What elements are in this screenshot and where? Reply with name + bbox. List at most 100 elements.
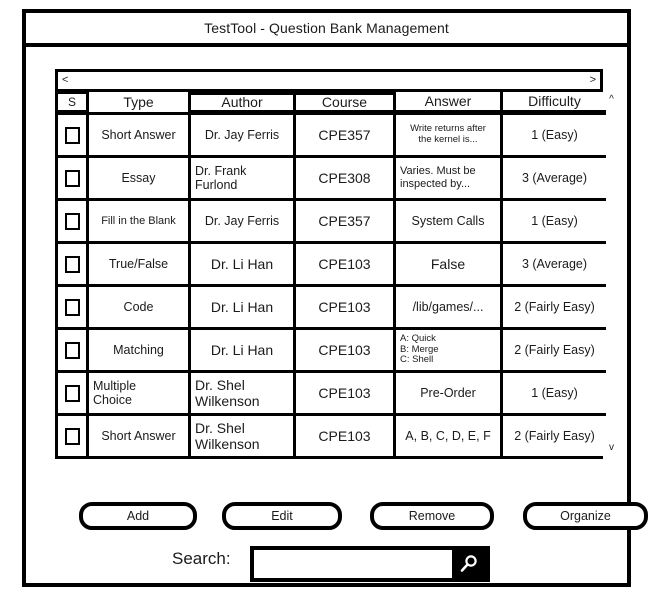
cell-type: Short Answer [89,115,188,155]
cell-course: CPE103 [296,330,393,370]
row-checkbox[interactable] [64,298,80,316]
table-row[interactable]: Code Dr. Li Han CPE103 /lib/games/... 2 … [58,287,606,327]
cell-type: Matching [89,330,188,370]
cell-course: CPE103 [296,287,393,327]
column-header-author-label: Author [221,94,263,110]
row-checkbox[interactable] [64,126,80,144]
cell-difficulty: 1 (Easy) [503,201,606,241]
cell-difficulty: 2 (Fairly Easy) [503,416,606,456]
column-header-select-label: S [67,95,76,109]
column-header-difficulty-label: Difficulty [528,93,581,109]
cell-author: Dr. Li Han [191,330,293,370]
table-row[interactable]: Fill in the Blank Dr. Jay Ferris CPE357 … [58,201,606,241]
row-checkbox[interactable] [64,212,80,230]
row-select-cell[interactable] [58,373,86,413]
table-row[interactable]: Short Answer Dr. Shel Wilkenson CPE103 A… [58,416,606,456]
add-button[interactable]: Add [79,502,197,530]
cell-answer: A: Quick B: Merge C: Shell [396,330,500,370]
cell-course: CPE308 [296,158,393,198]
remove-button[interactable]: Remove [370,502,494,530]
cell-answer: Pre-Order [396,373,500,413]
row-select-cell[interactable] [58,158,86,198]
cell-difficulty: 1 (Easy) [503,115,606,155]
column-header-course-label: Course [321,94,368,110]
cell-answer: System Calls [396,201,500,241]
edit-button[interactable]: Edit [222,502,342,530]
row-select-cell[interactable] [58,416,86,456]
vertical-scrollbar[interactable]: ^ v [609,92,614,456]
cell-answer: False [396,244,500,284]
search-label: Search: [172,549,231,568]
cell-difficulty: 3 (Average) [503,244,606,284]
search-input[interactable] [254,550,452,578]
table-row[interactable]: True/False Dr. Li Han CPE103 False 3 (Av… [58,244,606,284]
cell-difficulty: 1 (Easy) [503,373,606,413]
column-header-answer[interactable]: Answer [396,92,500,110]
cell-type: Fill in the Blank [89,201,188,241]
cell-author: Dr. Frank Furlond [191,158,293,198]
row-select-cell[interactable] [58,244,86,284]
table-row[interactable]: Essay Dr. Frank Furlond CPE308 Varies. M… [58,158,606,198]
row-select-cell[interactable] [58,287,86,327]
title-bar: TestTool - Question Bank Management [26,13,627,47]
search-box [250,546,490,582]
row-checkbox[interactable] [64,341,80,359]
table-row[interactable]: Short Answer Dr. Jay Ferris CPE357 Write… [58,115,606,155]
column-header-answer-label: Answer [424,93,472,109]
cell-course: CPE103 [296,244,393,284]
cell-type: Short Answer [89,416,188,456]
table-row[interactable]: Matching Dr. Li Han CPE103 A: Quick B: M… [58,330,606,370]
column-header-author[interactable]: Author [191,94,293,110]
cell-type: Multiple Choice [89,373,188,413]
cell-course: CPE357 [296,115,393,155]
table-header-row: S Type Author Course Answer Difficulty [58,92,606,112]
cell-answer: Write returns after the kernel is... [396,115,500,155]
window-title: TestTool - Question Bank Management [204,20,449,36]
cell-author: Dr. Li Han [191,287,293,327]
cell-answer: A, B, C, D, E, F [396,416,500,456]
cell-author: Dr. Jay Ferris [191,201,293,241]
question-table: S Type Author Course Answer Difficulty S… [58,92,606,456]
column-header-difficulty[interactable]: Difficulty [503,92,606,110]
search-row: Search: [26,546,627,586]
cell-difficulty: 3 (Average) [503,158,606,198]
cell-course: CPE357 [296,201,393,241]
row-checkbox[interactable] [64,427,80,445]
table-row[interactable]: Multiple Choice Dr. Shel Wilkenson CPE10… [58,373,606,413]
cell-course: CPE103 [296,416,393,456]
grid-area: S Type Author Course Answer Difficulty S… [58,92,614,456]
question-table-panel: < > S Type Author Course Answer Difficul… [55,69,614,459]
scroll-left-icon[interactable]: < [62,74,69,86]
row-checkbox[interactable] [64,255,80,273]
cell-author: Dr. Shel Wilkenson [191,416,293,456]
cell-author: Dr. Li Han [191,244,293,284]
cell-answer: /lib/games/... [396,287,500,327]
horizontal-scrollbar[interactable]: < > [58,72,600,89]
column-header-course[interactable]: Course [296,94,393,110]
application-window: TestTool - Question Bank Management < > … [22,9,648,587]
cell-type: True/False [89,244,188,284]
cell-difficulty: 2 (Fairly Easy) [503,330,606,370]
row-select-cell[interactable] [58,201,86,241]
cell-answer: Varies. Must be inspected by... [396,158,500,198]
column-header-type-label: Type [123,94,154,110]
scroll-up-icon[interactable]: ^ [609,94,614,105]
cell-difficulty: 2 (Fairly Easy) [503,287,606,327]
scroll-right-icon[interactable]: > [589,74,596,86]
column-header-select[interactable]: S [58,94,86,110]
search-button[interactable] [452,550,486,578]
cell-type: Essay [89,158,188,198]
row-checkbox[interactable] [64,384,80,402]
cell-type: Code [89,287,188,327]
row-select-cell[interactable] [58,115,86,155]
cell-author: Dr. Jay Ferris [191,115,293,155]
cell-author: Dr. Shel Wilkenson [191,373,293,413]
scroll-down-icon[interactable]: v [609,442,614,453]
magnifier-icon [460,555,477,572]
action-button-row: Add Edit Remove Organize [26,502,648,536]
organize-button[interactable]: Organize [523,502,648,530]
cell-course: CPE103 [296,373,393,413]
column-header-type[interactable]: Type [89,92,188,112]
row-select-cell[interactable] [58,330,86,370]
row-checkbox[interactable] [64,169,80,187]
